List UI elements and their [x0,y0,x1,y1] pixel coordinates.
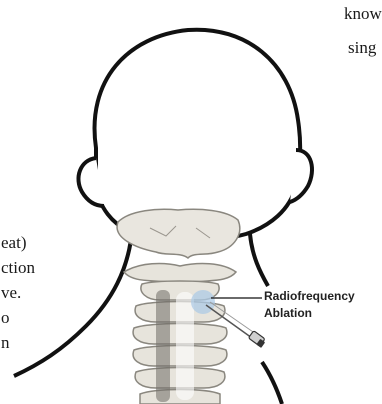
callout-line-1: Radiofrequency [264,288,355,305]
skull-base-bone [117,209,240,258]
neck-shoulder-outline-left [14,232,132,376]
callout-line-2: Ablation [264,305,355,322]
spine-shadow [156,290,170,402]
spine-highlight [176,292,194,400]
callout-label: Radiofrequency Ablation [264,288,355,322]
ablation-target-glow [191,290,215,314]
head-outline [95,30,301,240]
